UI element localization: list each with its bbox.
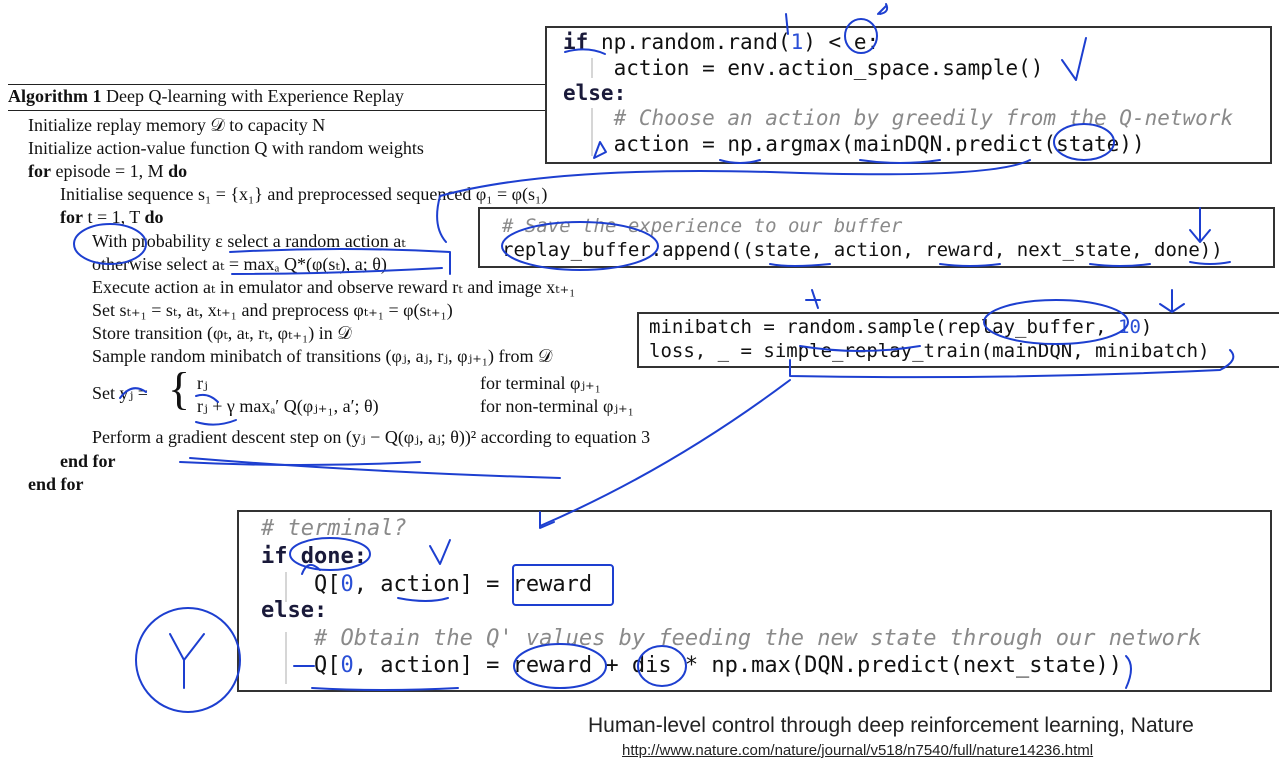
citation-url-link[interactable]: http://www.nature.com/nature/journal/v51… — [622, 742, 1094, 759]
algorithm-top-rule — [8, 84, 548, 85]
code-comment: # terminal? — [261, 516, 407, 541]
y-mark — [169, 633, 205, 689]
star-mark — [805, 289, 821, 309]
algorithm-header-rule — [8, 110, 548, 111]
code-line: if np.random.rand(1) < e: — [563, 30, 880, 54]
algorithm-title: Algorithm 1 Deep Q-learning with Experie… — [8, 86, 404, 106]
code-line: Q[0, action] = reward + dis * np.max(DQN… — [261, 653, 1122, 678]
case-nonterminal-expr: rⱼ + γ maxₐ′ Q(φⱼ₊₁, a′; θ) — [197, 396, 379, 416]
algorithm-line: Store transition (φₜ, aₜ, rₜ, φₜ₊₁) in 𝒟 — [92, 323, 352, 343]
code-box-replay-append: # Save the experience to our buffer repl… — [478, 207, 1275, 268]
algorithm-line: Sample random minibatch of transitions (… — [92, 346, 553, 366]
code-line: action = env.action_space.sample() — [563, 56, 1044, 80]
code-line: else: — [261, 598, 328, 623]
case-terminal-expr: rⱼ — [197, 373, 208, 393]
code-line: loss, _ = simple_replay_train(mainDQN, m… — [649, 340, 1210, 362]
code-line: else: — [563, 81, 627, 105]
code-comment: # Save the experience to our buffer — [502, 215, 903, 237]
algorithm-line-set-y: Set yⱼ = — [92, 383, 148, 403]
code-line: minibatch = random.sample(replay_buffer,… — [649, 316, 1153, 338]
code-line: Q[0, action] = reward — [261, 572, 593, 597]
code-comment: # Obtain the Q' values by feeding the ne… — [261, 626, 1202, 651]
code-box-epsilon-greedy: if np.random.rand(1) < e: action = env.a… — [545, 26, 1272, 164]
algorithm-line: for t = 1, T do — [60, 207, 164, 227]
cases-brace: { — [168, 363, 191, 414]
case-terminal-cond: for terminal φⱼ₊₁ — [480, 373, 601, 393]
gamma-mark — [877, 3, 889, 15]
algorithm-line: end for — [28, 474, 84, 494]
algorithm-line: Initialise sequence s₁ = {x₁} and prepro… — [60, 184, 548, 204]
algorithm-line: for episode = 1, M do — [28, 161, 188, 181]
algorithm-line: Initialize replay memory 𝒟 to capacity N — [28, 115, 326, 135]
arrow-down — [1159, 289, 1185, 313]
algorithm-line: Initialize action-value function Q with … — [28, 138, 424, 158]
code-line: action = np.argmax(mainDQN.predict(state… — [563, 132, 1145, 156]
code-box-target-q: # terminal? if done: Q[0, action] = rewa… — [237, 510, 1272, 692]
connector-line — [189, 457, 561, 479]
algorithm-line: otherwise select aₜ = maxₐ Q*(φ(sₜ), a; … — [92, 254, 387, 274]
underline — [179, 461, 421, 466]
code-comment: # Choose an action by greedily from the … — [563, 106, 1234, 130]
algorithm-line: Set sₜ₊₁ = sₜ, aₜ, xₜ₊₁ and preprocess φ… — [92, 300, 453, 320]
algorithm-line: Execute action aₜ in emulator and observ… — [92, 277, 576, 297]
code-box-minibatch-train: minibatch = random.sample(replay_buffer,… — [637, 312, 1279, 368]
case-nonterminal-cond: for non-terminal φⱼ₊₁ — [480, 396, 634, 416]
algorithm-line: Perform a gradient descent step on (yⱼ −… — [92, 427, 651, 447]
algorithm-line: end for — [60, 451, 116, 471]
circle-q-target — [135, 607, 241, 713]
code-line: replay_buffer.append((state, action, rew… — [502, 239, 1223, 261]
algorithm-line: With probability ε select a random actio… — [92, 231, 406, 251]
code-line: if done: — [261, 544, 367, 569]
citation-title: Human-level control through deep reinfor… — [588, 714, 1194, 737]
